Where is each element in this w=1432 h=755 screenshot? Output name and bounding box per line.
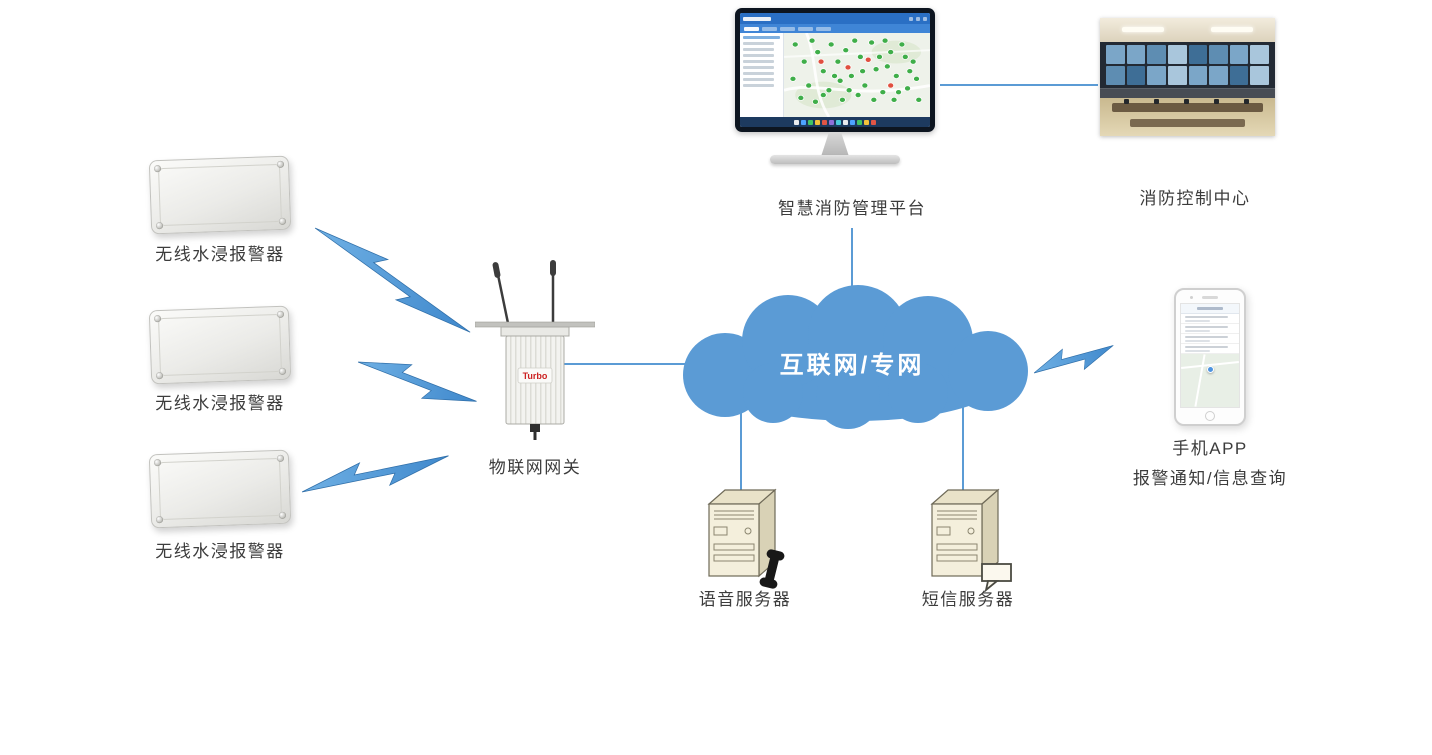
wireless-signal-bolt-1 bbox=[314, 227, 471, 333]
monitor-stand-base bbox=[770, 155, 900, 164]
alarm-lid bbox=[158, 163, 282, 227]
platform-label: 智慧消防管理平台 bbox=[778, 199, 926, 218]
monitor-stand-neck bbox=[821, 132, 849, 156]
connector-platform-controlcenter bbox=[940, 84, 1098, 86]
platform-screen bbox=[740, 13, 930, 127]
app-map-area bbox=[1181, 354, 1239, 407]
platform-monitor bbox=[735, 8, 935, 168]
screw-icon bbox=[276, 454, 285, 462]
wireless-signal-bolt-3 bbox=[301, 455, 449, 493]
water-alarm-device-2 bbox=[148, 305, 292, 385]
app-header bbox=[1181, 304, 1239, 314]
phone-home-button bbox=[1205, 411, 1215, 421]
ceiling-light bbox=[1122, 27, 1164, 32]
platform-menubar bbox=[740, 24, 930, 33]
monitor-bezel bbox=[735, 8, 935, 132]
connector-cloud-smsserver bbox=[962, 405, 964, 492]
map-pin-icon bbox=[1207, 366, 1214, 373]
gateway-flange bbox=[500, 326, 570, 337]
connector-gateway-cloud bbox=[562, 363, 702, 365]
mobile-phone-device bbox=[1174, 288, 1246, 426]
mobile-app-label-line2: 报警通知/信息查询 bbox=[1132, 469, 1288, 488]
wireless-signal-bolt-2 bbox=[357, 361, 477, 402]
water-alarm-label-2: 无线水浸报警器 bbox=[155, 394, 285, 413]
iot-gateway-device: Turbo bbox=[474, 258, 596, 440]
antenna-tip-icon bbox=[550, 260, 556, 276]
screw-icon bbox=[278, 217, 287, 225]
operator-desk bbox=[1130, 119, 1245, 127]
cloud-label: 互联网/专网 bbox=[779, 351, 925, 379]
control-center-label: 消防控制中心 bbox=[1139, 189, 1251, 208]
telephone-handset-icon bbox=[759, 549, 785, 589]
fire-control-center-photo bbox=[1100, 18, 1275, 136]
video-wall bbox=[1100, 42, 1275, 88]
antenna-icon bbox=[495, 269, 511, 329]
platform-map bbox=[784, 33, 930, 117]
control-room-floor bbox=[1100, 98, 1275, 136]
screw-icon bbox=[155, 516, 164, 524]
internet-cloud: 互联网/专网 bbox=[663, 283, 1041, 435]
screw-icon bbox=[155, 222, 164, 230]
water-alarm-device-1 bbox=[148, 155, 292, 235]
platform-device-tree bbox=[740, 33, 784, 117]
screw-icon bbox=[276, 310, 285, 318]
server-tower-graphic bbox=[930, 488, 1000, 578]
antenna-tip-icon bbox=[492, 262, 501, 278]
control-room-ceiling bbox=[1100, 18, 1275, 42]
map-markers bbox=[784, 33, 930, 117]
ceiling-light bbox=[1211, 27, 1253, 32]
cloud-shape bbox=[683, 285, 1028, 429]
mount-rail bbox=[474, 321, 596, 328]
phone-speaker bbox=[1202, 296, 1218, 299]
mobile-app-label-line1: 手机APP bbox=[1172, 439, 1248, 458]
alarm-lid bbox=[158, 457, 282, 521]
phone-camera bbox=[1190, 296, 1193, 299]
water-alarm-label-1: 无线水浸报警器 bbox=[155, 245, 285, 264]
server-tower-graphic bbox=[707, 488, 777, 578]
gateway-nameplate bbox=[517, 367, 553, 384]
gateway-graphic: Turbo bbox=[474, 260, 596, 440]
sms-server-device bbox=[926, 488, 1012, 592]
sms-server-label: 短信服务器 bbox=[921, 590, 1015, 609]
voice-server-device bbox=[703, 488, 785, 589]
water-alarm-label-3: 无线水浸报警器 bbox=[155, 542, 285, 561]
phone-app-screen bbox=[1180, 303, 1240, 408]
connector-cloud-voiceserver bbox=[740, 410, 742, 492]
platform-taskbar bbox=[740, 117, 930, 127]
voice-server-label: 语音服务器 bbox=[698, 590, 792, 609]
platform-titlebar bbox=[740, 13, 930, 24]
wireless-signal-bolt-phone bbox=[1033, 345, 1114, 374]
screw-icon bbox=[278, 367, 287, 375]
water-alarm-device-3 bbox=[148, 449, 292, 529]
screw-icon bbox=[276, 160, 285, 168]
message-bubble-icon bbox=[981, 563, 1012, 592]
gateway-brand-text: Turbo bbox=[523, 371, 548, 381]
screw-icon bbox=[155, 372, 164, 380]
alarm-lid bbox=[158, 313, 282, 377]
gateway-label: 物联网网关 bbox=[488, 458, 582, 477]
gateway-connector bbox=[530, 424, 540, 432]
console-row bbox=[1100, 88, 1275, 98]
operator-desk bbox=[1112, 99, 1263, 112]
connector-platform-cloud bbox=[851, 228, 853, 300]
screw-icon bbox=[278, 511, 287, 519]
